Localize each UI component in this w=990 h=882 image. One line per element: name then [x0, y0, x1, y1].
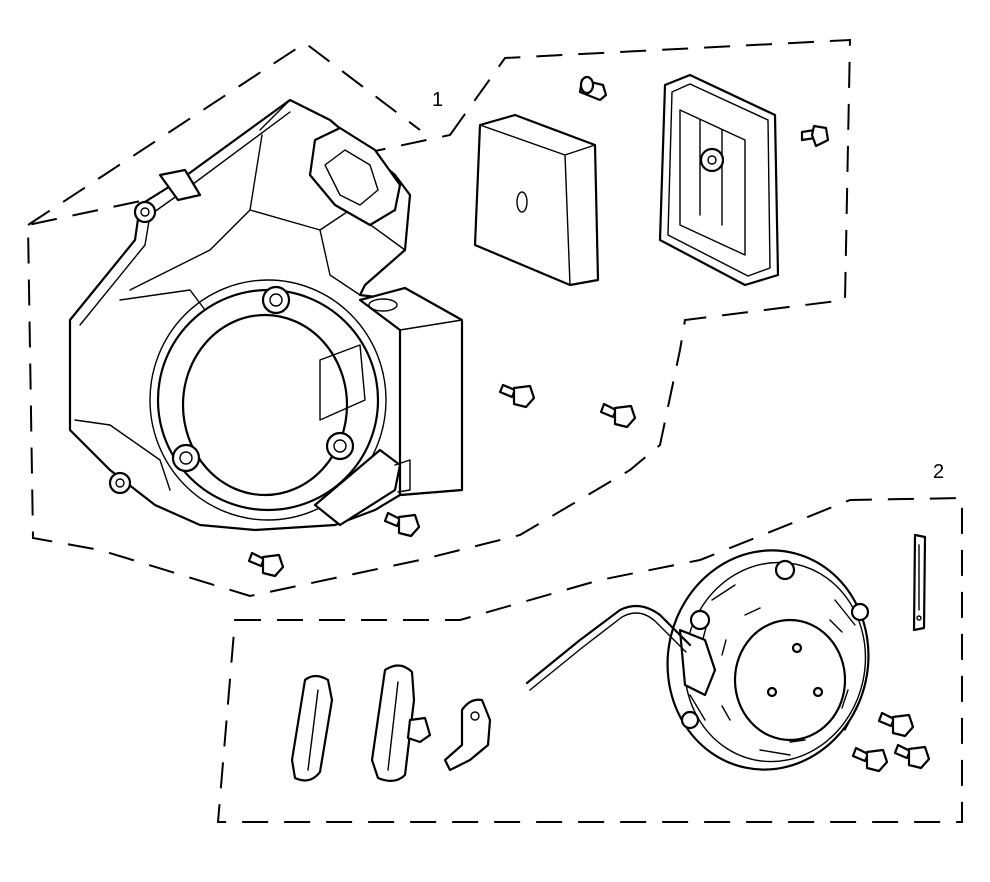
bolt [383, 511, 421, 538]
recoil-starter [666, 549, 870, 771]
bolt [877, 711, 915, 738]
air-filter-cover [658, 73, 780, 287]
callout-1-label: 1 [432, 89, 444, 111]
group-1-boundary [26, 38, 852, 598]
starter-handle [370, 664, 432, 782]
blower-housing [68, 98, 464, 532]
handle-grip-insert [290, 674, 334, 782]
air-filter-element [473, 113, 600, 287]
bolt [498, 383, 536, 409]
bolt [851, 746, 889, 773]
starter-rope [529, 612, 687, 691]
bolt [599, 402, 637, 429]
retaining-clip [912, 533, 927, 632]
dowel-pin [578, 75, 608, 102]
bolt [893, 743, 931, 770]
starter-rope [525, 604, 692, 685]
group-2-boundary [216, 496, 963, 823]
bolt [800, 124, 830, 148]
bolt [247, 551, 285, 578]
callout-2-label: 2 [933, 461, 945, 483]
rope-guide-bracket [443, 698, 492, 772]
